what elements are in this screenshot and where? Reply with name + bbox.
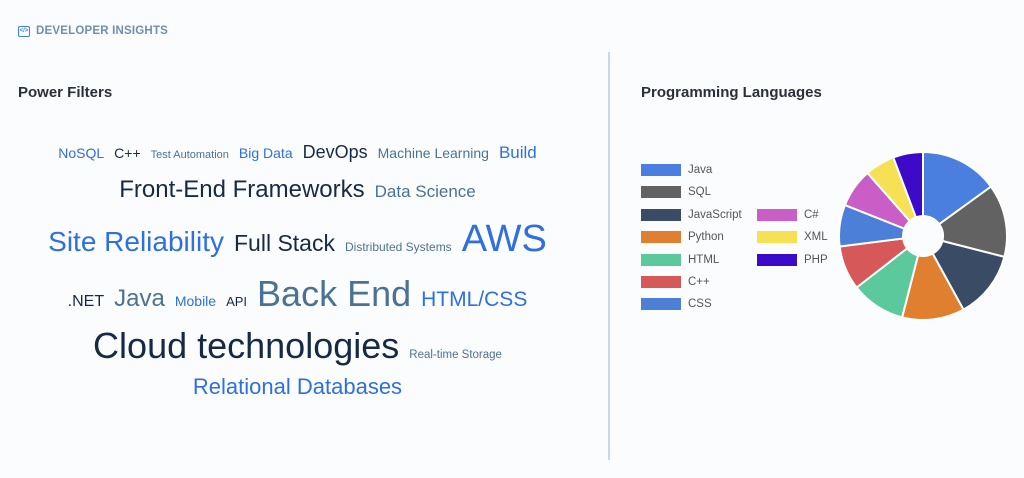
legend-label: C++ xyxy=(688,276,710,288)
legend-swatch xyxy=(641,164,681,176)
filter-tag[interactable]: Back End xyxy=(257,273,412,314)
slice-java[interactable] xyxy=(922,150,993,226)
filter-tag[interactable]: Data Science xyxy=(374,182,476,201)
word-cloud-row: Site Reliability Full Stack Distributed Sy… xyxy=(10,218,585,262)
filter-tag[interactable]: NoSQL xyxy=(58,145,105,161)
legend-item[interactable]: JavaScript xyxy=(641,208,742,221)
filter-tag[interactable]: HTML/CSS xyxy=(421,288,528,311)
word-cloud-row: .NET Java Mobile API Back End HTML/CSS xyxy=(10,273,585,319)
legend-item[interactable]: HTML xyxy=(641,253,720,266)
legend-item[interactable]: Java xyxy=(641,164,712,176)
legend-label: Python xyxy=(688,231,724,244)
legend-item[interactable]: XML xyxy=(757,231,828,244)
dashboard-header: </> DEVELOPER INSIGHTS xyxy=(18,25,168,37)
legend-swatch xyxy=(757,231,797,244)
legend-label: CSS xyxy=(688,298,712,311)
filter-tag[interactable]: AWS xyxy=(461,218,547,260)
filter-tag[interactable]: Mobile xyxy=(174,293,217,309)
filter-tag[interactable]: Java xyxy=(114,285,165,312)
filter-tag[interactable]: C++ xyxy=(114,145,141,161)
legend-label: HTML xyxy=(688,253,720,266)
programming-languages-doughnut-chart xyxy=(838,150,1008,321)
filter-tag[interactable]: Real-time Storage xyxy=(409,349,502,361)
filter-tag[interactable]: Machine Learning xyxy=(377,145,489,161)
legend-swatch xyxy=(641,253,681,266)
slice-sql[interactable] xyxy=(937,185,1008,259)
word-cloud-row: NoSQL C++ Test Automation Big Data DevOps Mac… xyxy=(10,142,585,168)
filter-tag[interactable]: Build xyxy=(498,143,537,162)
legend-item[interactable]: PHP xyxy=(757,253,828,266)
legend-swatch xyxy=(757,208,797,221)
legend-swatch xyxy=(641,186,681,199)
word-cloud-row: Relational Databases xyxy=(10,374,585,404)
power-filters-title: Power Filters xyxy=(18,84,113,101)
legend-item[interactable]: C++ xyxy=(641,276,710,288)
filter-tag[interactable]: Distributed Systems xyxy=(344,240,452,254)
code-window-icon: </> xyxy=(18,25,30,37)
filter-tag[interactable]: Front-End Frameworks xyxy=(119,176,365,203)
legend-item[interactable]: CSS xyxy=(641,298,712,311)
filter-tag[interactable]: .NET xyxy=(67,293,105,310)
filter-tag[interactable]: API xyxy=(226,294,248,309)
legend-swatch xyxy=(641,276,681,288)
filter-tag[interactable]: Cloud technologies xyxy=(93,325,400,366)
legend-label: PHP xyxy=(804,253,828,266)
panel-divider xyxy=(608,52,610,460)
legend-swatch xyxy=(641,298,681,311)
legend-swatch xyxy=(641,208,681,221)
filter-tag[interactable]: Test Automation xyxy=(150,149,229,161)
legend-label: XML xyxy=(804,231,828,244)
legend-item[interactable]: SQL xyxy=(641,186,712,199)
filter-tag[interactable]: Site Reliability xyxy=(48,226,224,257)
legend-item[interactable]: Python xyxy=(641,231,724,244)
filter-tag[interactable]: Big Data xyxy=(238,145,293,161)
legend-label: C# xyxy=(804,208,819,221)
word-cloud-row: Front-End Frameworks Data Science xyxy=(10,176,585,208)
legend-swatch xyxy=(641,231,681,244)
legend-label: JavaScript xyxy=(688,208,742,221)
legend-label: Java xyxy=(688,164,713,176)
filter-tag[interactable]: Full Stack xyxy=(234,230,335,256)
programming-languages-title: Programming Languages xyxy=(641,84,822,101)
filter-tag[interactable]: Relational Databases xyxy=(192,374,403,399)
slice-php[interactable] xyxy=(892,150,924,219)
legend-item[interactable]: C# xyxy=(757,208,819,221)
filter-tag[interactable]: DevOps xyxy=(302,142,368,162)
legend-swatch xyxy=(757,253,797,266)
dashboard-title: DEVELOPER INSIGHTS xyxy=(36,25,169,37)
legend-label: SQL xyxy=(688,186,712,199)
